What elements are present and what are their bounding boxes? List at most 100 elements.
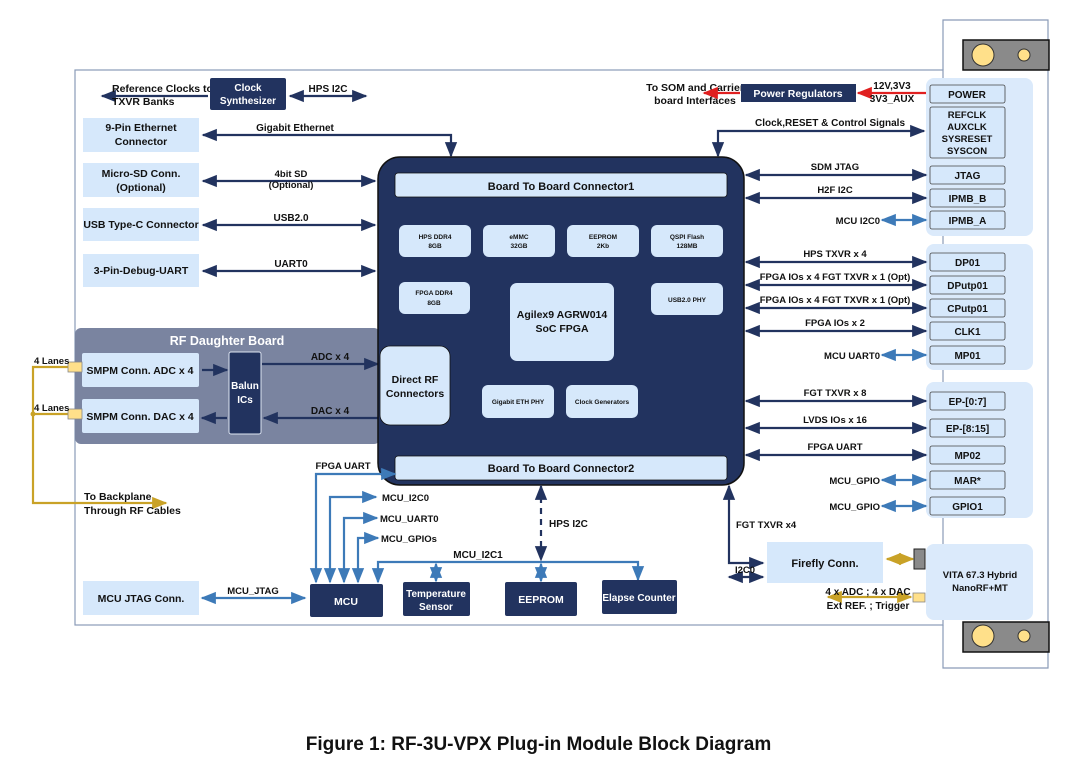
backplane-pin-label: CPutp01	[947, 304, 988, 315]
backplane-pin-block	[929, 275, 1006, 295]
gigabit-ethernet-label: Gigabit Ethernet	[256, 123, 334, 134]
balun-label-2: ICs	[237, 395, 253, 406]
smpm-dac-port	[67, 408, 83, 420]
link-label: MCU_GPIO	[829, 476, 880, 487]
som-chip-block	[483, 225, 555, 257]
link-label: MCU_GPIO	[829, 502, 880, 513]
adc-x4-label: ADC x 4	[311, 352, 350, 363]
debug-uart-block	[83, 254, 199, 287]
backplane-pin-label: EP-[0:7]	[949, 397, 987, 408]
mcu-jtag-connector-label: MCU JTAG Conn.	[98, 593, 185, 605]
panel-screw-large-bottom	[971, 624, 995, 648]
uart0-label: UART0	[274, 259, 308, 270]
elapse-counter-block	[602, 580, 677, 614]
backplane-power	[929, 84, 1006, 104]
mcu-i2c0-label: MCU_I2C0	[382, 493, 429, 504]
4bit-sd-label: 4bit SD	[275, 169, 308, 180]
backplane-pin-block	[929, 321, 1006, 341]
backplane-pin-label: IPMB_B	[949, 194, 987, 205]
backplane-pin-label: EP-[8:15]	[946, 424, 989, 435]
smpm-dac-block	[82, 399, 199, 433]
agilex-fpga-label: Agilex9 AGRW014	[517, 309, 608, 321]
mcu-label: MCU	[334, 596, 358, 608]
link-label: FPGA UART	[807, 442, 862, 453]
mcu-jtag-label: MCU_JTAG	[227, 586, 279, 597]
to-som-label-2: board Interfaces	[654, 95, 736, 107]
smpm-adc-label: SMPM Conn. ADC x 4	[87, 365, 194, 377]
som-chip-label: 32GB	[511, 243, 528, 250]
som-chip-label: QSPI Flash	[670, 234, 704, 241]
usb-typec-block	[83, 208, 199, 241]
backplane-pin-block	[929, 496, 1006, 516]
panel-screw-large-top	[971, 43, 995, 67]
panel-screw-small-top	[1017, 48, 1031, 62]
adc-dac-label: 4 x ADC ; 4 x DAC	[825, 587, 910, 598]
som-chip-label: 8GB	[428, 243, 442, 250]
ethernet-connector-label: 9-Pin Ethernet	[105, 122, 177, 134]
backplane-label-2: Through RF Cables	[84, 505, 181, 517]
backplane-power-label: POWER	[948, 90, 987, 101]
firefly-connector-label: Firefly Conn.	[791, 558, 858, 570]
smpm-adc-block	[82, 353, 199, 387]
mcu-block	[310, 584, 383, 617]
power-in-label: 12V,3V3	[873, 81, 911, 92]
som-chip-label: HPS DDR4	[419, 234, 452, 241]
agilex-fpga-label-2: SoC FPGA	[535, 323, 589, 335]
link-label: H2F I2C	[817, 185, 853, 196]
balun-ics-block	[228, 351, 262, 435]
ref-clocks-label: Reference Clocks to	[112, 83, 213, 95]
backplane-clock-control	[929, 106, 1006, 159]
som-chip-label: 128MB	[677, 243, 698, 250]
to-som-label: To SOM and Carrier	[646, 82, 744, 94]
backplane-pin-block	[929, 391, 1006, 411]
rf-daughter-board-title: RF Daughter Board	[170, 334, 285, 348]
backplane-pin-block	[929, 445, 1006, 465]
som-chip-block	[399, 225, 471, 257]
auxclk-label: AUXCLK	[947, 122, 987, 133]
power-in-label-2: 3V3_AUX	[870, 94, 915, 105]
usb-typec-label: USB Type-C Connector	[83, 219, 198, 231]
vita-rf-port	[912, 592, 926, 603]
som-chip-label: eMMC	[509, 234, 528, 241]
temperature-sensor-block	[403, 582, 470, 616]
usb-phy-block	[651, 283, 723, 315]
firefly-port	[913, 548, 926, 570]
som-chip-block	[651, 225, 723, 257]
temperature-sensor-label: Temperature	[406, 589, 466, 600]
som-chip-block	[567, 225, 639, 257]
elapse-counter-label: Elapse Counter	[602, 593, 675, 604]
panel-screw-small-bottom	[1017, 629, 1031, 643]
power-regulators-label: Power Regulators	[753, 88, 842, 100]
vita-panel	[926, 544, 1033, 620]
direct-rf-connectors-block	[379, 345, 451, 426]
mcu-jtag-connector-block	[83, 581, 199, 615]
vita-label-2: NanoRF+MT	[952, 583, 1008, 594]
backplane-pin-block	[929, 210, 1006, 230]
firefly-fgt-label: FGT TXVR x4	[736, 520, 797, 531]
board-connector-1	[394, 172, 728, 198]
clock-reset-label: Clock,RESET & Control Signals	[755, 118, 905, 129]
smpm-adc-port	[67, 361, 83, 373]
power-regulators-block	[741, 84, 856, 102]
firefly-connector-block	[767, 542, 883, 583]
backplane-pin-label: GPIO1	[952, 502, 983, 513]
mcu-eeprom-label: EEPROM	[518, 594, 564, 606]
backplane-pin-label: MAR*	[954, 476, 981, 487]
backplane-pin-block	[929, 345, 1006, 365]
backplane-pin-label: JTAG	[955, 171, 981, 182]
link-label: LVDS IOs x 16	[803, 415, 867, 426]
link-label: FGT TXVR x 8	[804, 388, 867, 399]
lanes-label-adc: 4 Lanes	[34, 356, 69, 367]
backplane-pin-block	[929, 470, 1006, 490]
backplane-pin-block	[929, 165, 1006, 185]
link-label: MCU I2C0	[836, 216, 880, 227]
mcu-uart0-label: MCU_UART0	[380, 514, 439, 525]
usb2-label: USB2.0	[273, 213, 308, 224]
link-label: FPGA IOs x 2	[805, 318, 865, 329]
dac-x4-label: DAC x 4	[311, 406, 350, 417]
backplane-pin-block	[929, 188, 1006, 208]
mcu-fpga-uart-label: FPGA UART	[315, 461, 370, 472]
backplane-pin-label: IPMB_A	[949, 216, 987, 227]
